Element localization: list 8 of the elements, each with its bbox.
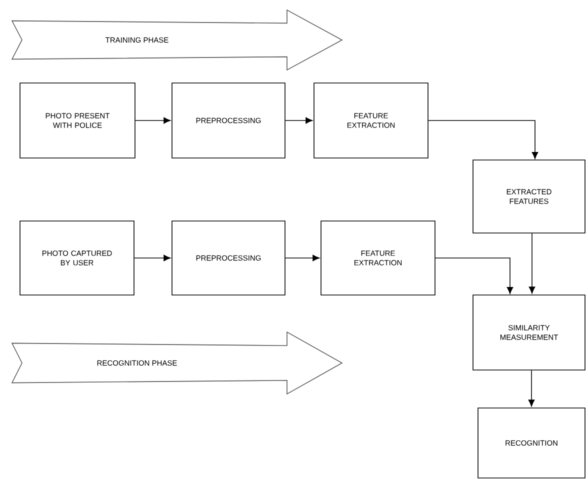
arrow	[428, 120, 538, 159]
arrow	[528, 233, 536, 294]
arrow	[285, 254, 320, 262]
arrow	[435, 258, 514, 294]
arrow	[135, 117, 171, 124]
arrow	[134, 254, 171, 262]
arrow	[285, 117, 313, 124]
arrow	[528, 370, 535, 407]
